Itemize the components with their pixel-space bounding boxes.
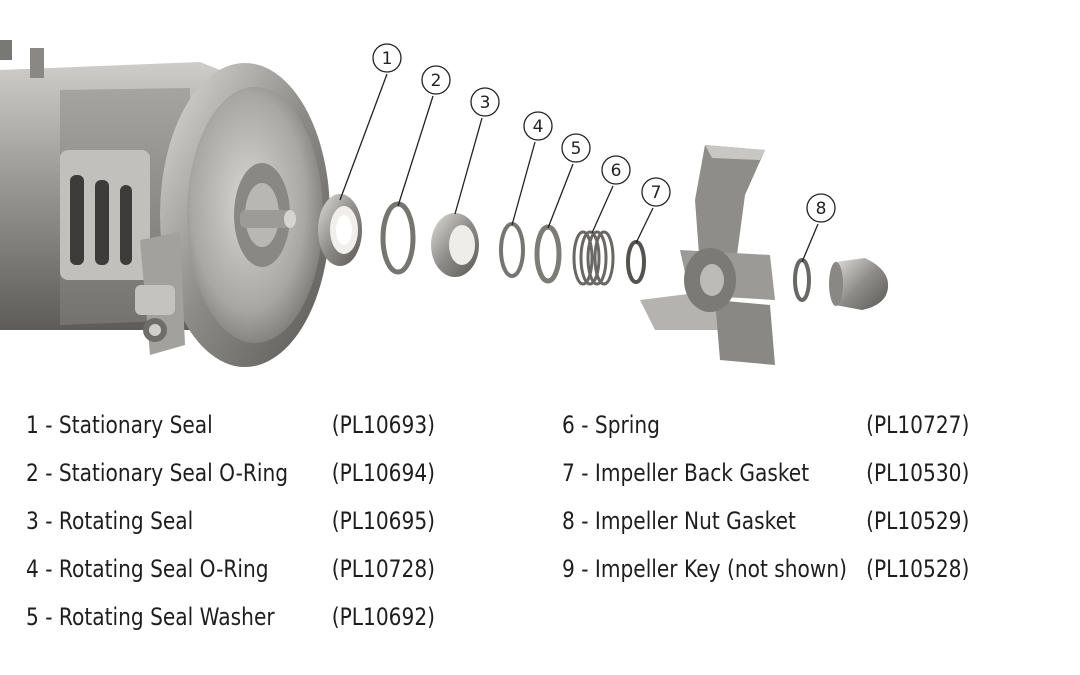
- part-code: (PL10692): [331, 603, 436, 631]
- callout-5-number: 5: [571, 139, 582, 159]
- callout-8-number: 8: [816, 199, 827, 219]
- callout-7: 7: [635, 177, 671, 244]
- part-code: (PL10529): [866, 507, 970, 535]
- part-code: (PL10693): [331, 411, 436, 439]
- callout-2: 2: [397, 65, 451, 207]
- part-7-impeller-back-gasket: [626, 240, 646, 284]
- part-label: 2 - Stationary Seal O-Ring: [26, 459, 289, 487]
- part-code: (PL10694): [331, 459, 436, 487]
- impeller: [640, 145, 775, 365]
- callout-3: 3: [454, 87, 500, 215]
- part-code: (PL10727): [866, 411, 970, 439]
- callout-8: 8: [801, 193, 836, 263]
- part-code: (PL10530): [866, 459, 970, 487]
- pump-flange: [160, 63, 330, 367]
- callout-6-number: 6: [611, 161, 622, 181]
- callout-5: 5: [547, 133, 591, 229]
- callout-4-number: 4: [533, 117, 544, 137]
- part-5-rotating-seal-washer: [534, 224, 562, 284]
- callout-2-number: 2: [431, 71, 442, 91]
- callout-3-number: 3: [480, 93, 491, 113]
- part-label: 6 - Spring: [562, 411, 660, 439]
- part-2-stationary-seal-oring: [380, 201, 416, 275]
- impeller-nut: [829, 258, 889, 310]
- part-3-rotating-seal: [431, 213, 479, 277]
- part-8-impeller-nut-gasket: [793, 258, 811, 302]
- part-label: 4 - Rotating Seal O-Ring: [26, 555, 269, 583]
- part-code: (PL10528): [866, 555, 970, 583]
- part-label: 9 - Impeller Key (not shown): [562, 555, 847, 583]
- callout-4: 4: [511, 111, 553, 226]
- part-code: (PL10695): [331, 507, 436, 535]
- part-code: (PL10728): [331, 555, 436, 583]
- tri-clamp: [135, 232, 185, 355]
- callout-1: 1: [339, 43, 402, 201]
- callout-6: 6: [591, 155, 631, 234]
- callout-7-number: 7: [651, 183, 662, 203]
- part-label: 3 - Rotating Seal: [26, 507, 194, 535]
- exploded-pump-seal-diagram: 1 2 3 4 5 6 7 8: [0, 40, 889, 367]
- parts-list: 1 - Stationary Seal (PL10693) 2 - Statio…: [0, 405, 1080, 665]
- callout-1-number: 1: [382, 49, 393, 69]
- part-label: 8 - Impeller Nut Gasket: [562, 507, 796, 535]
- part-label: 7 - Impeller Back Gasket: [562, 459, 810, 487]
- part-1-stationary-seal: [318, 194, 362, 266]
- part-label: 5 - Rotating Seal Washer: [26, 603, 275, 631]
- part-label: 1 - Stationary Seal: [26, 411, 213, 439]
- part-4-rotating-seal-oring: [499, 222, 525, 278]
- part-6-spring: [572, 230, 615, 286]
